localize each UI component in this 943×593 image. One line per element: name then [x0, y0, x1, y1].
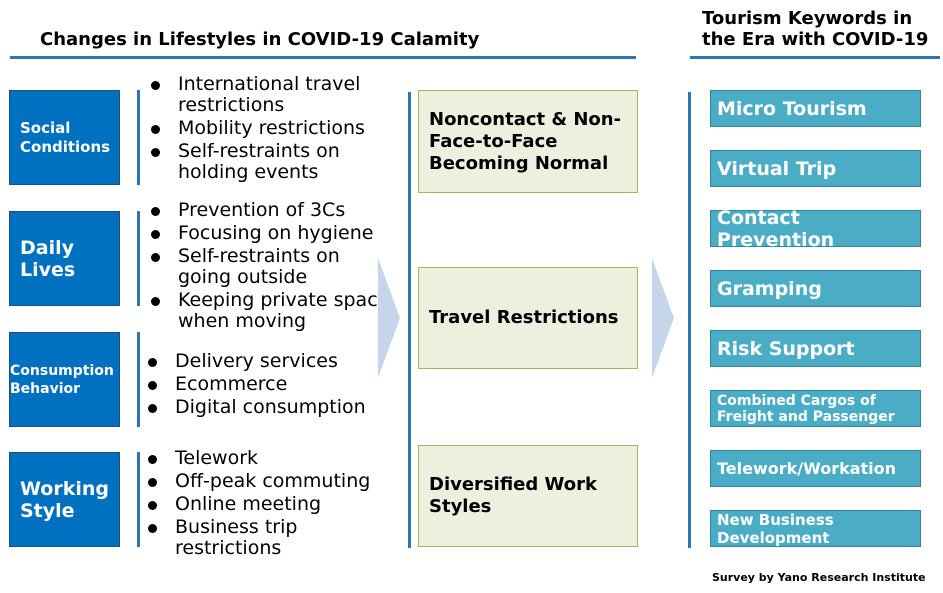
keyword-new-business-development: New Business Development	[710, 510, 921, 547]
divider-consumption	[137, 332, 140, 427]
list-item: Telework	[145, 448, 390, 469]
list-item: Off-peak commuting	[145, 471, 390, 492]
list-item: Digital consumption	[145, 397, 390, 418]
category-consumption-behavior: Consumption Behavior	[9, 332, 120, 427]
keyword-telework-workation: Telework/Workation	[710, 450, 921, 487]
list-item: Self-restraints on going outside	[148, 246, 393, 288]
list-item: Online meeting	[145, 494, 390, 515]
working-style-list: Telework Off-peak commuting Online meeti…	[145, 448, 390, 561]
keyword-combined-cargos: Combined Cargos of Freight and Passenger	[710, 390, 921, 427]
keyword-contact-prevention: Contact Prevention	[710, 207, 921, 251]
keyword-risk-support: Risk Support	[710, 330, 921, 367]
keyword-gramping: Gramping	[710, 270, 921, 307]
list-item: Focusing on hygiene	[148, 223, 393, 244]
category-social-conditions: Social Conditions	[9, 90, 120, 185]
keyword-virtual-trip: Virtual Trip	[710, 150, 921, 187]
category-working-style: Working Style	[9, 452, 120, 547]
divider-daily	[137, 211, 140, 306]
source-note: Survey by Yano Research Institute	[712, 571, 926, 584]
right-heading-underline	[690, 56, 940, 59]
left-heading: Changes in Lifestyles in COVID-19 Calami…	[40, 29, 480, 50]
arrow-to-keywords	[652, 258, 674, 378]
middle-column-bar	[408, 92, 411, 548]
keyword-micro-tourism: Micro Tourism	[710, 90, 921, 127]
arrow-to-middle	[378, 258, 400, 378]
middle-box-travel-restrictions: Travel Restrictions	[418, 267, 638, 369]
category-daily-lives: Daily Lives	[9, 211, 120, 306]
divider-working	[137, 452, 140, 547]
middle-box-diversified-work: Diversified Work Styles	[418, 445, 638, 547]
list-item: Self-restraints on holding events	[148, 141, 393, 183]
consumption-behavior-list: Delivery services Ecommerce Digital cons…	[145, 351, 390, 420]
right-heading: Tourism Keywords in the Era with COVID-1…	[702, 8, 929, 50]
list-item: Keeping private space when moving	[148, 290, 393, 332]
daily-lives-list: Prevention of 3Cs Focusing on hygiene Se…	[148, 200, 393, 334]
list-item: Delivery services	[145, 351, 390, 372]
list-item: Mobility restrictions	[148, 118, 393, 139]
social-conditions-list: International travel restrictions Mobili…	[148, 74, 393, 185]
divider-social	[137, 90, 140, 185]
list-item: Ecommerce	[145, 374, 390, 395]
list-item: Prevention of 3Cs	[148, 200, 393, 221]
left-heading-underline	[10, 56, 636, 59]
list-item: Business trip restrictions	[145, 517, 390, 559]
right-column-bar	[688, 92, 691, 548]
list-item: International travel restrictions	[148, 74, 393, 116]
middle-box-noncontact: Noncontact & Non-Face-to-Face Becoming N…	[418, 90, 638, 193]
